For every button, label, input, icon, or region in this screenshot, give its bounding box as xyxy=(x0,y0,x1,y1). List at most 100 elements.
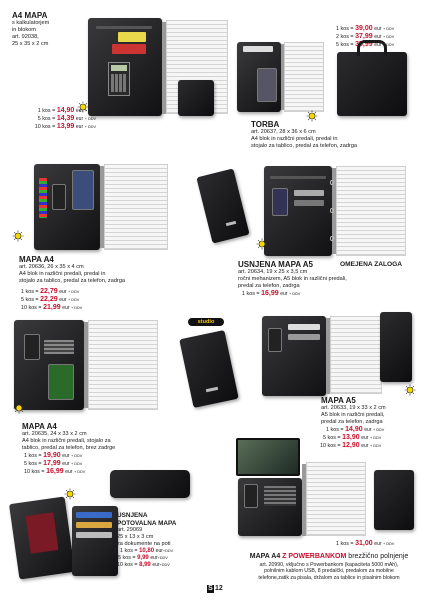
price-tax: + DDV xyxy=(73,470,86,474)
price-currency: eur xyxy=(62,461,70,467)
product-desc-line: stojalo za tablico, predal za telefon, z… xyxy=(251,143,358,149)
product-desc-line: predal za telefon, zadrga xyxy=(321,419,383,425)
price-qty: 5 kos = xyxy=(336,42,354,48)
price-currency: eur xyxy=(59,289,67,295)
product-photo-potovalna-mapa xyxy=(8,470,194,582)
price-currency: eur xyxy=(75,124,84,130)
price-value: 21,99 xyxy=(43,304,61,311)
product-desc-line: A4 blok in različni predali, predal in xyxy=(19,271,106,277)
price-qty: 5 kos = xyxy=(37,116,56,122)
product-title: MAPA A4 xyxy=(22,422,57,431)
product-photo-usnjena-mapa-a5 xyxy=(196,168,254,244)
product-desc-line: art. 29069 xyxy=(117,527,143,533)
product-desc-line: tablico, predal za telefon, brez zadrge xyxy=(22,445,116,451)
page-number-value: 12 xyxy=(215,585,223,592)
price-qty: 10 kos = xyxy=(34,124,56,130)
price-currency: eur xyxy=(65,469,73,475)
price-value: 37,99 xyxy=(355,33,373,40)
price-tax: + DDV xyxy=(67,298,80,302)
price-row: 10 kos = 8,99 eur+DDV xyxy=(117,562,176,569)
product-desc-line: A4 blok in različni predali, stojalo za xyxy=(22,438,111,444)
price-tax: + DDV xyxy=(382,27,395,31)
price-tax: + DDV xyxy=(70,462,83,466)
price-qty: 10 kos = xyxy=(320,443,341,449)
price-currency: eur xyxy=(374,26,382,32)
studio-logo: studio xyxy=(188,318,224,326)
price-value: 17,99 xyxy=(43,460,61,467)
price-row: 10 kos = 21,99 eur + DDV xyxy=(21,304,82,312)
price-tax: +DDV xyxy=(157,556,168,560)
price-value: 14,90 xyxy=(345,426,363,433)
product-potovalna-mapa: USNJENA POTOVALNA MAPA art. 29069 25 x 1… xyxy=(117,512,176,569)
price-tax: + DDV xyxy=(382,35,395,39)
product-desc-line: za dokumente na poti xyxy=(117,541,171,547)
price-tax: + DDV xyxy=(382,43,395,47)
product-photo-usnjena-mapa-a5-open xyxy=(264,166,414,262)
price-currency: eur xyxy=(75,108,84,114)
product-desc-line: telefone,zatik za pisala, držalom za tab… xyxy=(258,574,400,581)
price-qty: 10 kos = xyxy=(21,305,42,311)
sun-badge-icon xyxy=(13,402,25,414)
price-currency: eur xyxy=(75,116,84,122)
price-qty: 1 kos = xyxy=(24,453,42,459)
price-qty: 10 kos = xyxy=(117,562,138,568)
product-photo-mapa-a4-20636 xyxy=(34,164,174,254)
price-tax: + DDV xyxy=(84,125,96,129)
price-row: 2 kos = 37,99 eur + DDV xyxy=(336,33,394,41)
price-value: 31,00 xyxy=(355,540,373,547)
product-title: TORBA xyxy=(251,120,280,129)
page-letter: S xyxy=(207,585,214,593)
product-title: MAPA A4 xyxy=(19,255,54,264)
sun-badge-icon xyxy=(256,238,268,250)
price-row: 1 kos = 22,79 eur + DDV xyxy=(21,288,82,296)
product-desc-line: 25 x 13 x 3 cm xyxy=(117,534,154,540)
price-tax: + DDV xyxy=(67,290,80,294)
price-qty: 2 kos = xyxy=(336,34,354,40)
price-value: 16,99 xyxy=(261,290,279,297)
price-list: 1 kos = 22,79 eur + DDV 5 kos = 22,29 eu… xyxy=(21,288,82,312)
price-value: 9,99 xyxy=(137,555,149,561)
price-currency: eur xyxy=(374,541,382,547)
price-currency: eur xyxy=(62,453,70,459)
product-desc-line: art. 20633, 19 x 33 x 2 cm xyxy=(321,405,386,411)
price-row: 5 kos = 22,29 eur + DDV xyxy=(21,296,82,304)
price-row: 5 kos = 17,99 eur + DDV xyxy=(24,460,85,468)
product-desc-line: art. 92038, xyxy=(12,34,39,40)
price-currency: eur xyxy=(361,443,369,449)
product-title: A4 MAPA xyxy=(12,11,48,20)
price-value: 39,00 xyxy=(355,25,373,32)
sun-badge-icon xyxy=(12,230,24,242)
product-photo-a4-mapa-calculator xyxy=(88,18,238,118)
price-row: 1 kos = 16,99 eur + DDV xyxy=(242,290,347,298)
price-qty: 10 kos = xyxy=(24,469,45,475)
price-currency: eur xyxy=(280,291,288,297)
price-value: 8,99 xyxy=(139,562,151,568)
price-tax: + DDV xyxy=(288,292,301,296)
price-row: 10 kos = 13,99 eur + DDV xyxy=(14,123,96,131)
product-desc-line: art. 20637, 28 x 36 x 6 cm xyxy=(251,129,316,135)
product-desc-line: stojalo za tablico, predal za telefon, z… xyxy=(19,278,126,284)
price-tax: + DDV xyxy=(70,454,83,458)
sun-badge-icon xyxy=(64,488,76,500)
product-photo-torba xyxy=(237,32,415,118)
product-mapa-a5: MAPA A5 art. 20633, 19 x 33 x 2 cm A5 bl… xyxy=(321,396,386,426)
product-mapa-powerbank: MAPA A4 Z POWERBANKOM brezžično polnjenj… xyxy=(238,553,420,581)
price-value: 12,90 xyxy=(342,442,360,449)
product-desc-line: ročni mehanizem, A5 blok in različni pre… xyxy=(238,276,347,282)
price-qty: 1 kos = xyxy=(336,26,354,32)
limited-stock-label: OMEJENA ZALOGA xyxy=(340,261,403,268)
product-torba: TORBA art. 20637, 28 x 36 x 6 cm A4 blok… xyxy=(251,120,357,150)
price-row: 5 kos = 9,99 eur+DDV xyxy=(118,555,176,562)
product-title-part: MAPA A4 xyxy=(249,553,281,560)
price-list: 1 kos = 14,90 eur + DDV 5 kos = 13,90 eu… xyxy=(320,426,384,450)
price-row: 1 kos = 10,80 eur+DDV xyxy=(120,548,176,555)
product-title: USNJENA MAPA A5 xyxy=(238,260,313,269)
product-usnjena-mapa-a5: USNJENA MAPA A5 art. 20634, 19 x 25 x 3,… xyxy=(238,260,347,298)
price-row: 5 kos = 13,90 eur + DDV xyxy=(323,434,384,442)
price-qty: 5 kos = xyxy=(21,297,39,303)
product-desc-line: art. 20636, 26 x 35 x 4 cm xyxy=(19,264,84,270)
product-desc-line: art. 20990, vključno s Powerbankom (kapa… xyxy=(259,561,399,568)
price-tax: +DDV xyxy=(162,549,174,553)
price-row: 10 kos = 16,99 eur + DDV xyxy=(24,468,85,476)
price-list: 1 kos = 31,00 eur + DDV xyxy=(336,540,394,548)
